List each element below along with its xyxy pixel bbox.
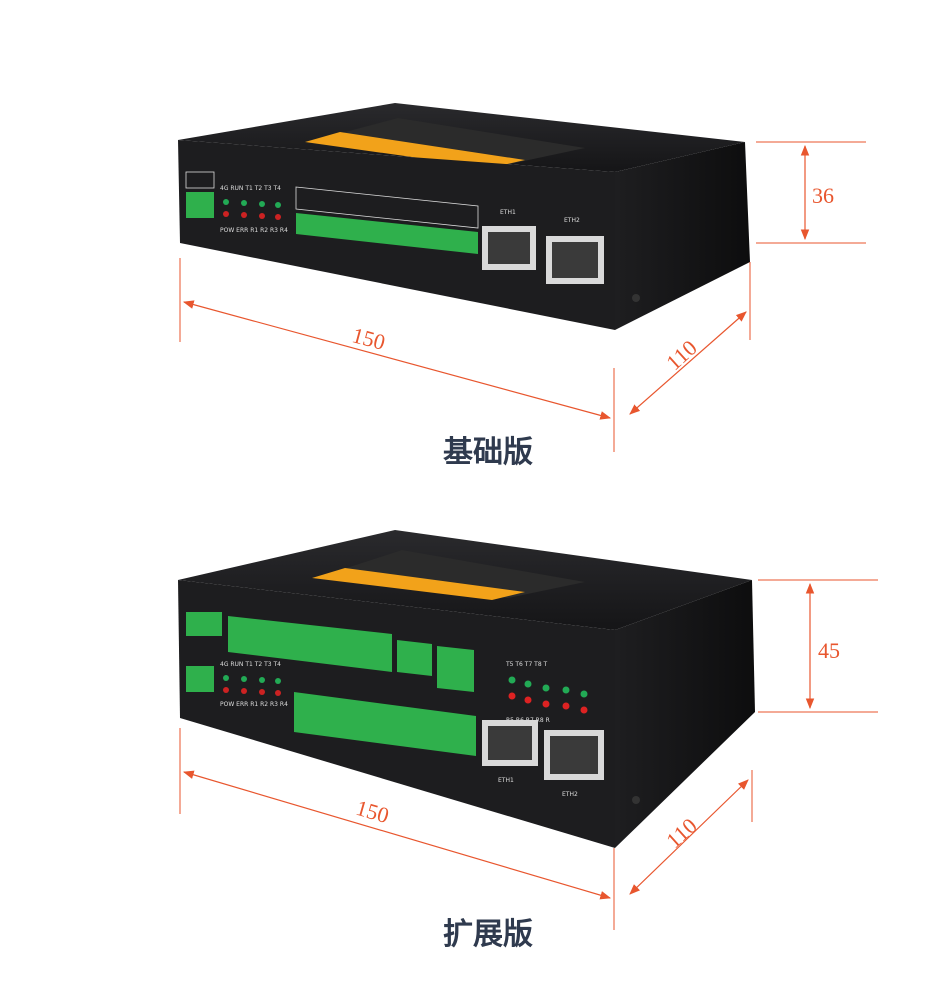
- ext-depth-arrow: [629, 779, 749, 895]
- ext-top-label: [325, 550, 585, 598]
- ext-lower-terminal-block: [294, 692, 476, 756]
- ext-eth1-label: ETH1: [498, 777, 514, 784]
- ext-eth1-socket: [488, 726, 532, 760]
- basic-orange-strip: [305, 132, 525, 168]
- basic-top-label: [315, 118, 585, 165]
- ext-eth2-label: ETH2: [562, 791, 578, 798]
- basic-power-label-box: [185, 171, 215, 189]
- ext-extra-led-group: [508, 676, 588, 714]
- basic-terminal-label-box: [295, 186, 479, 229]
- basic-power-terminal: [186, 192, 214, 218]
- basic-eth1-label: ETH1: [500, 209, 516, 216]
- basic-screw: [632, 294, 640, 302]
- basic-depth-arrow: [629, 311, 747, 415]
- basic-terminal-block: [296, 213, 478, 254]
- ext-led-group: [223, 675, 281, 696]
- ext-upper-terminal-block: [228, 616, 392, 672]
- ext-led-label-top: 4G RUN T1 T2 T3 T4: [220, 661, 281, 668]
- basic-side-face: [615, 142, 750, 330]
- basic-eth2-socket: [552, 242, 598, 278]
- ext-depth-value: 110: [661, 813, 702, 853]
- ext-height-value: 45: [818, 638, 840, 663]
- basic-width-arrow: [182, 300, 612, 420]
- extended-device: 4G RUN T1 T2 T3 T4 POW ERR R1 R2 R3 R4 T…: [178, 530, 755, 848]
- basic-height-value: 36: [812, 183, 834, 208]
- ext-extra-led-label-top: T5 T6 T7 T8 T: [505, 661, 548, 668]
- basic-led-label-top: 4G RUN T1 T2 T3 T4: [220, 185, 281, 192]
- basic-width-value: 150: [350, 322, 388, 355]
- ext-orange-strip: [312, 568, 525, 600]
- ext-eth2-socket: [550, 736, 598, 774]
- basic-device: 4G RUN T1 T2 T3 T4 POW ERR R1 R2 R3 R4 E…: [178, 103, 750, 330]
- basic-eth2-label: ETH2: [564, 217, 580, 224]
- basic-eth1-socket: [488, 232, 530, 264]
- ext-led-label-bottom: POW ERR R1 R2 R3 R4: [220, 701, 288, 708]
- ext-upper-left-terminal: [186, 612, 222, 636]
- basic-led-label-bottom: POW ERR R1 R2 R3 R4: [220, 227, 288, 234]
- ext-upper-terminal-small-1: [397, 640, 432, 676]
- ext-upper-terminal-small-2: [437, 646, 474, 692]
- basic-depth-value: 110: [661, 335, 702, 375]
- ext-width-arrow: [182, 770, 612, 900]
- ext-screw: [632, 796, 640, 804]
- ext-width-value: 150: [353, 795, 392, 828]
- basic-caption: 基础版: [443, 435, 533, 470]
- ext-caption: 扩展版: [443, 917, 533, 952]
- basic-led-group: [223, 199, 281, 220]
- ext-power-terminal: [186, 666, 214, 692]
